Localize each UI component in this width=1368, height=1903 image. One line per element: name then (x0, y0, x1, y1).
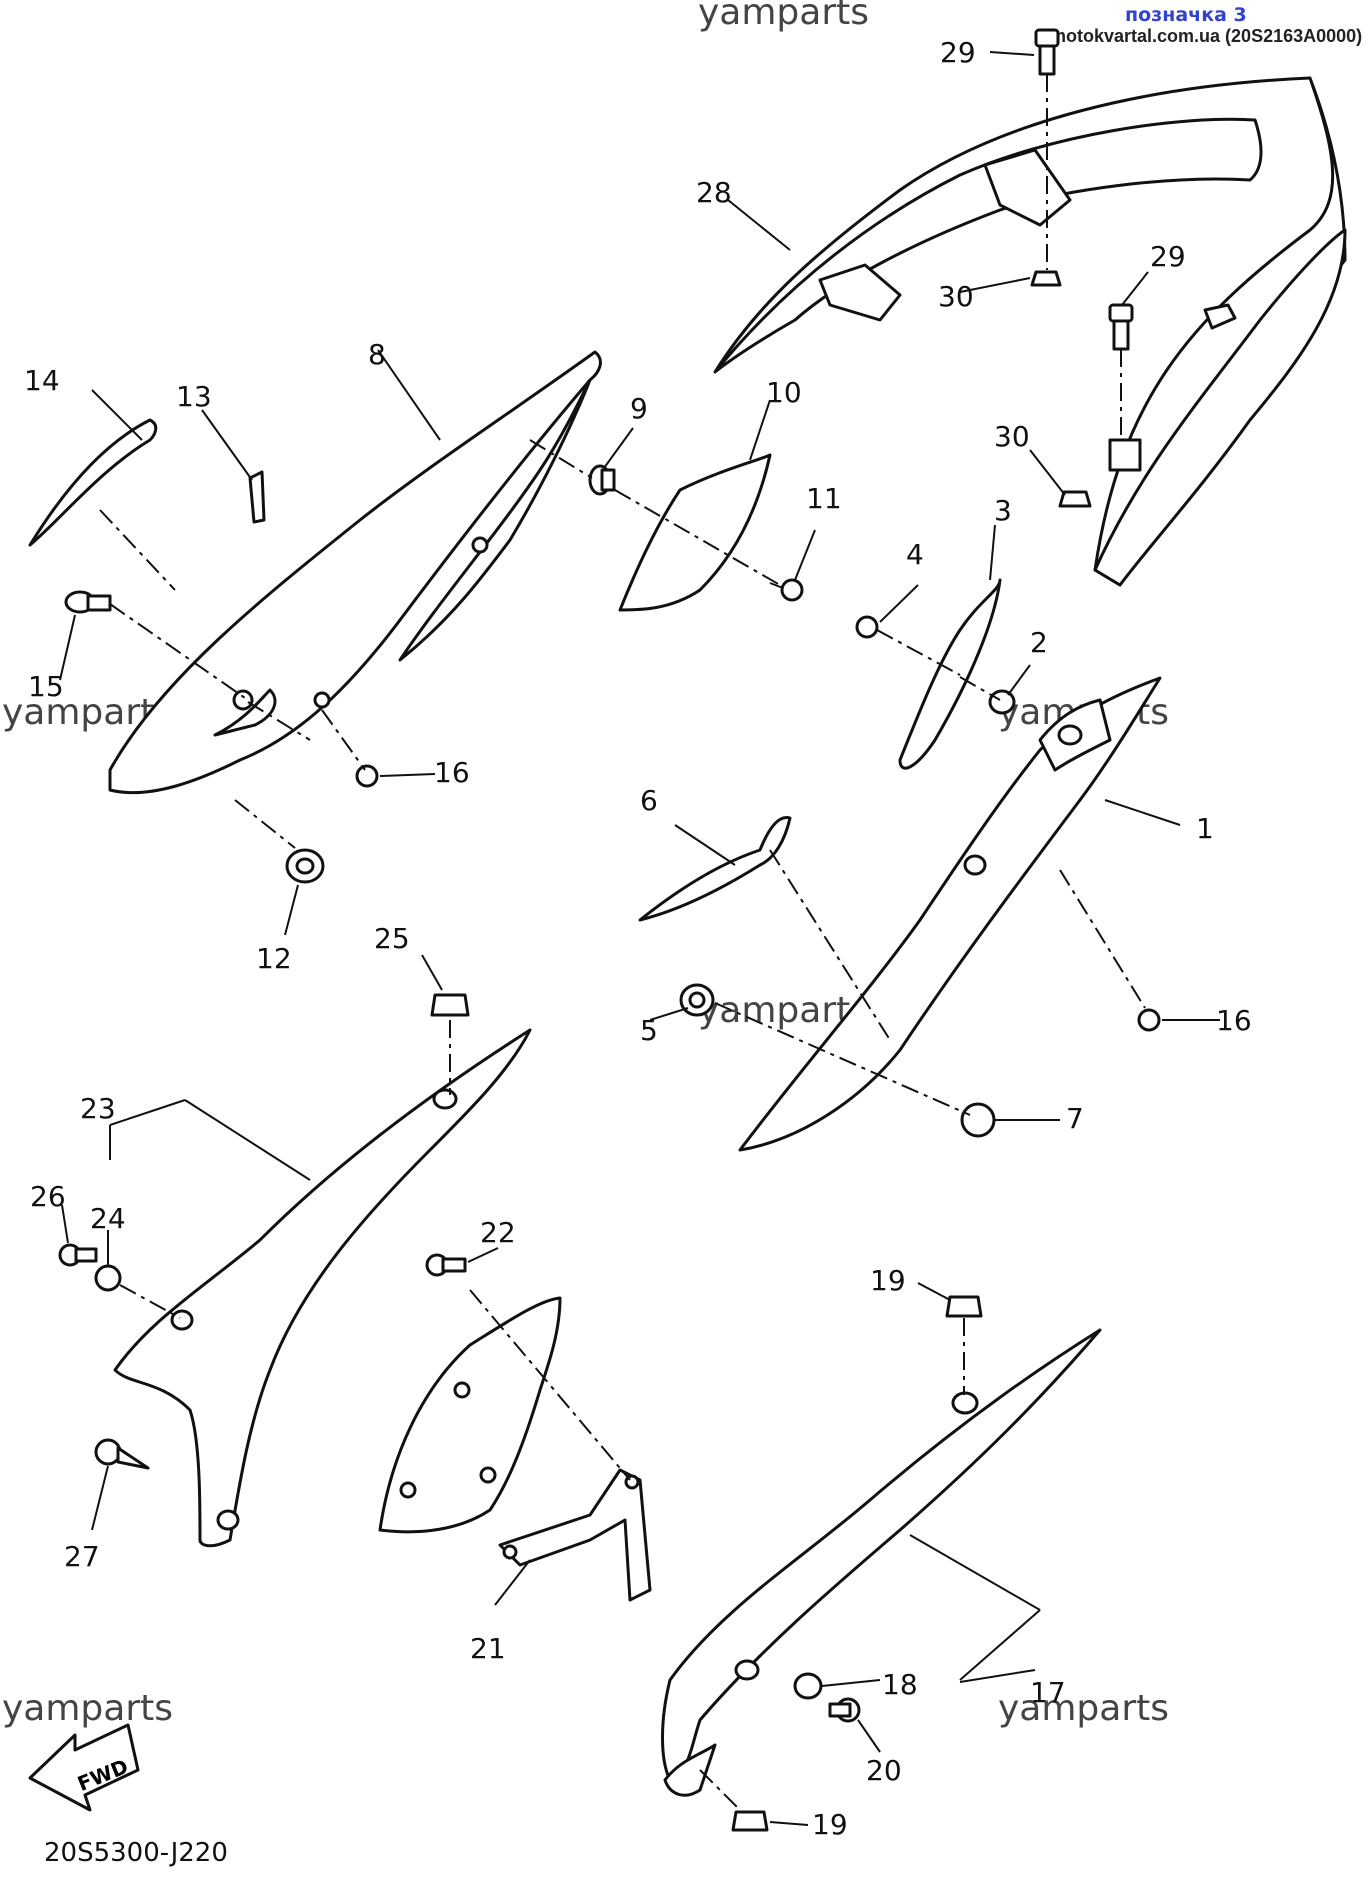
pin-icon[interactable] (94, 1438, 150, 1470)
header-source: motokvartal.com.ua (20S2163A0000) (1050, 26, 1363, 46)
bolt-icon[interactable] (425, 1253, 467, 1277)
callout-18: 18 (882, 1668, 918, 1701)
seat-cover-right-part[interactable] (738, 676, 1162, 1152)
callout-9: 9 (630, 392, 648, 425)
callout-12: 12 (256, 942, 292, 975)
screw-icon[interactable] (769, 578, 804, 602)
callout-24: 24 (90, 1202, 126, 1235)
screw-icon[interactable] (855, 615, 879, 639)
fastener-icon[interactable] (588, 464, 616, 496)
bolt-icon[interactable] (1108, 303, 1134, 351)
header-label: позначка 3 (1125, 4, 1247, 26)
callout-15: 15 (28, 670, 64, 703)
callout-28: 28 (696, 176, 732, 209)
grommet-part[interactable] (731, 1810, 769, 1832)
grab-bar-part[interactable] (713, 76, 1347, 587)
bracket-plate-part[interactable] (618, 453, 772, 612)
callout-23: 23 (80, 1092, 116, 1125)
bolt-icon[interactable] (58, 1243, 98, 1267)
fastener-icon[interactable] (960, 1102, 996, 1138)
callout-27: 27 (64, 1540, 100, 1573)
callout-3: 3 (994, 494, 1012, 527)
bracket-part[interactable] (498, 1468, 652, 1602)
cover-bracket-part[interactable] (898, 578, 1002, 770)
rivet-icon[interactable] (355, 764, 379, 788)
callout-29-upper: 29 (940, 36, 976, 69)
trim-strip-part[interactable] (638, 816, 792, 922)
callout-30-lower: 30 (994, 420, 1030, 453)
watermark: yamparts (698, 0, 870, 33)
side-cover-right-part[interactable] (661, 1328, 1102, 1797)
nut-icon[interactable] (1058, 490, 1092, 508)
forward-arrow-icon: FWD (28, 1723, 140, 1812)
callout-30-upper: 30 (938, 280, 974, 313)
seat-cover-left-part[interactable] (108, 350, 602, 795)
rivet-icon[interactable] (1137, 1008, 1161, 1032)
callout-8: 8 (368, 338, 386, 371)
collar-part[interactable] (793, 1672, 823, 1700)
callout-10: 10 (766, 376, 802, 409)
callout-17: 17 (1030, 1676, 1066, 1709)
bolt-icon[interactable] (828, 1697, 861, 1723)
callout-16-lower: 16 (1216, 1004, 1252, 1037)
callout-5: 5 (640, 1014, 658, 1047)
callout-1: 1 (1196, 812, 1214, 845)
grommet-part[interactable] (945, 1295, 983, 1318)
collar-part[interactable] (94, 1264, 122, 1292)
callout-7: 7 (1066, 1102, 1084, 1135)
side-plate-part[interactable] (378, 1296, 562, 1534)
callout-20: 20 (866, 1754, 902, 1787)
callout-16-upper: 16 (434, 756, 470, 789)
nut-icon[interactable] (1030, 270, 1062, 287)
callout-19-upper: 19 (870, 1264, 906, 1297)
collar-part[interactable] (64, 590, 112, 614)
callout-14: 14 (24, 364, 60, 397)
callout-26: 26 (30, 1180, 66, 1213)
callout-19-lower: 19 (812, 1808, 848, 1841)
callout-2: 2 (1030, 626, 1048, 659)
collar-part[interactable] (988, 689, 1016, 715)
callout-22: 22 (480, 1216, 516, 1249)
trim-strip-part[interactable] (28, 418, 158, 547)
callout-4: 4 (906, 538, 924, 571)
callout-6: 6 (640, 784, 658, 817)
bolt-icon[interactable] (1034, 28, 1060, 76)
grommet-part[interactable] (679, 983, 715, 1017)
watermark: yamparts (2, 1688, 174, 1729)
callout-25: 25 (374, 922, 410, 955)
grommet-part[interactable] (430, 993, 470, 1017)
grommet-part[interactable] (285, 848, 325, 884)
watermark: yamparts (998, 1688, 1170, 1729)
callout-11: 11 (806, 482, 842, 515)
callout-21: 21 (470, 1632, 506, 1665)
callout-29-lower: 29 (1150, 240, 1186, 273)
side-cover-left-part[interactable] (113, 1028, 532, 1548)
callout-13: 13 (176, 380, 212, 413)
clip-part[interactable] (248, 470, 266, 524)
diagram-code: 20S5300-J220 (44, 1838, 228, 1868)
